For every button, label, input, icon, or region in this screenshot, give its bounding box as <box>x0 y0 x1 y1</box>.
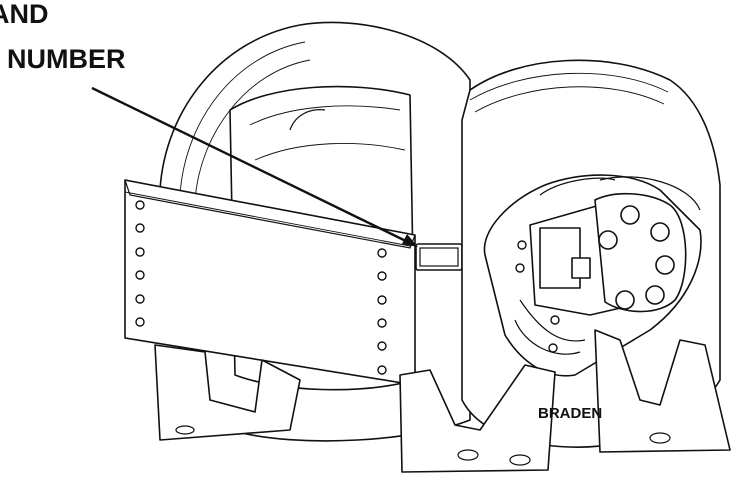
hydraulic-motor <box>514 176 701 355</box>
callout-line-2: NUMBER <box>7 44 126 74</box>
callout-leader-arrow <box>91 86 418 247</box>
left-frame-plate <box>124 179 416 386</box>
left-frame-bolts <box>135 200 387 375</box>
serial-nameplate <box>415 243 463 271</box>
brand-logo: BRADEN <box>538 405 602 422</box>
base-stands <box>154 329 731 473</box>
callout-line-1: AND <box>0 0 49 29</box>
